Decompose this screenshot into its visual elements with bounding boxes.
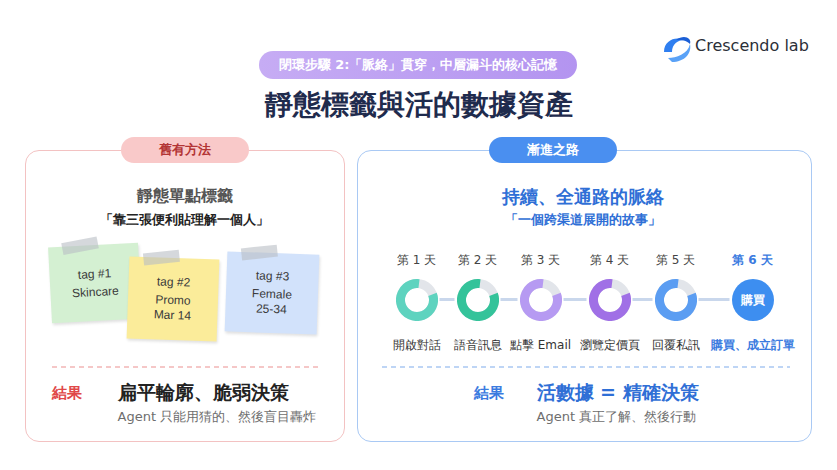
day-label: 第 6 天 <box>732 252 773 269</box>
panel-text: 靜態單點標籤 <box>137 186 233 207</box>
new-path-panel: 持續、全通路的脈絡「一個跨渠道展開的故事」結果 活數據 = 精確決策 Agent 真… <box>357 150 812 442</box>
panel-text: 結果 <box>52 384 82 403</box>
pill-text: 閉環步驟 2:「脈絡」貫穿，中層漏斗的核心記憶 <box>279 57 558 72</box>
brand-name: Crescendo lab <box>695 36 809 55</box>
tag-name: tag #2 <box>156 274 190 289</box>
diagram-title: 靜態標籤與活的數據資產 <box>0 86 837 124</box>
panel-text: Agent 真正了解、然後行動 <box>537 408 697 426</box>
progress-ring <box>589 279 631 321</box>
panel-text: 「一個跨渠道展開的故事」 <box>505 211 661 229</box>
tag-name: tag #3 <box>255 268 289 283</box>
panel-text: 活數據 = 精確決策 <box>537 380 699 406</box>
pill-text: 舊有方法 <box>159 142 211 157</box>
timeline-connector <box>440 298 455 301</box>
day-label: 第 3 天 <box>521 252 560 269</box>
timeline-connector <box>501 298 518 301</box>
panel-text: 結果 <box>474 384 504 403</box>
timeline-step: 第 3 天點擊 Email <box>520 279 562 321</box>
touchpoint-label: 購買、成立訂單 <box>711 337 795 354</box>
timeline-connector <box>633 298 653 301</box>
step-inner-text: 購買 <box>741 291 765 308</box>
progress-ring <box>457 279 499 321</box>
touchpoint-label: 點擊 Email <box>510 337 571 354</box>
progress-ring <box>396 279 438 321</box>
brand-logo <box>664 37 690 62</box>
timeline-step: 第 2 天語音訊息 <box>457 279 499 321</box>
timeline-step: 第 4 天瀏覽定價頁 <box>589 279 631 321</box>
panel-text: 持續、全通路的脈絡 <box>502 185 664 209</box>
timeline-connector <box>699 298 730 301</box>
divider-line <box>382 366 790 368</box>
panel-text: 扁平輪廓、脆弱決策 <box>118 380 289 406</box>
ring-progress <box>589 279 631 321</box>
day-label: 第 2 天 <box>458 252 497 269</box>
ring-progress <box>655 279 697 321</box>
logo-wave <box>676 37 690 44</box>
pill-text: 漸進之路 <box>527 142 579 157</box>
logo-wave <box>668 44 690 62</box>
tag-value: Skincare <box>71 283 118 300</box>
tag-name: tag #1 <box>77 265 111 281</box>
touchpoint-label: 開啟對話 <box>393 337 441 354</box>
timeline-step: 第 6 天購買購買、成立訂單 <box>732 279 774 321</box>
day-label: 第 4 天 <box>590 252 629 269</box>
sticky-note: tag #2 Promo Mar 14 <box>126 256 219 341</box>
touchpoint-label: 回覆私訊 <box>652 337 700 354</box>
ring-progress <box>396 279 438 321</box>
ring-progress <box>520 279 562 321</box>
step-circle-fill <box>732 279 774 321</box>
section-pill: 舊有方法 <box>121 137 249 163</box>
tag-value: Female 25-34 <box>244 286 299 318</box>
timeline-connector <box>564 298 587 301</box>
sticky-note: tag #3 Female 25-34 <box>224 251 319 334</box>
old-method-panel: 靜態單點標籤「靠三張便利貼理解一個人」結果 扁平輪廓、脆弱決策 Agent 只能用猜… <box>25 150 345 442</box>
logo-wave <box>664 39 684 53</box>
ring-progress <box>457 279 499 321</box>
timeline-step: 第 1 天開啟對話 <box>396 279 438 321</box>
tag-value: Promo Mar 14 <box>145 292 200 324</box>
touchpoint-label: 瀏覽定價頁 <box>580 337 640 354</box>
panel-text: 「靠三張便利貼理解一個人」 <box>100 211 269 229</box>
step-banner: 閉環步驟 2:「脈絡」貫穿，中層漏斗的核心記憶 <box>259 51 578 79</box>
day-label: 第 1 天 <box>397 252 436 269</box>
progress-ring <box>655 279 697 321</box>
touchpoint-label: 語音訊息 <box>454 337 502 354</box>
day-label: 第 5 天 <box>656 252 695 269</box>
progress-ring <box>520 279 562 321</box>
section-pill: 漸進之路 <box>489 137 617 163</box>
panel-text: Agent 只能用猜的、然後盲目轟炸 <box>118 408 317 426</box>
divider-line <box>52 366 318 368</box>
timeline-step: 第 5 天回覆私訊 <box>655 279 697 321</box>
